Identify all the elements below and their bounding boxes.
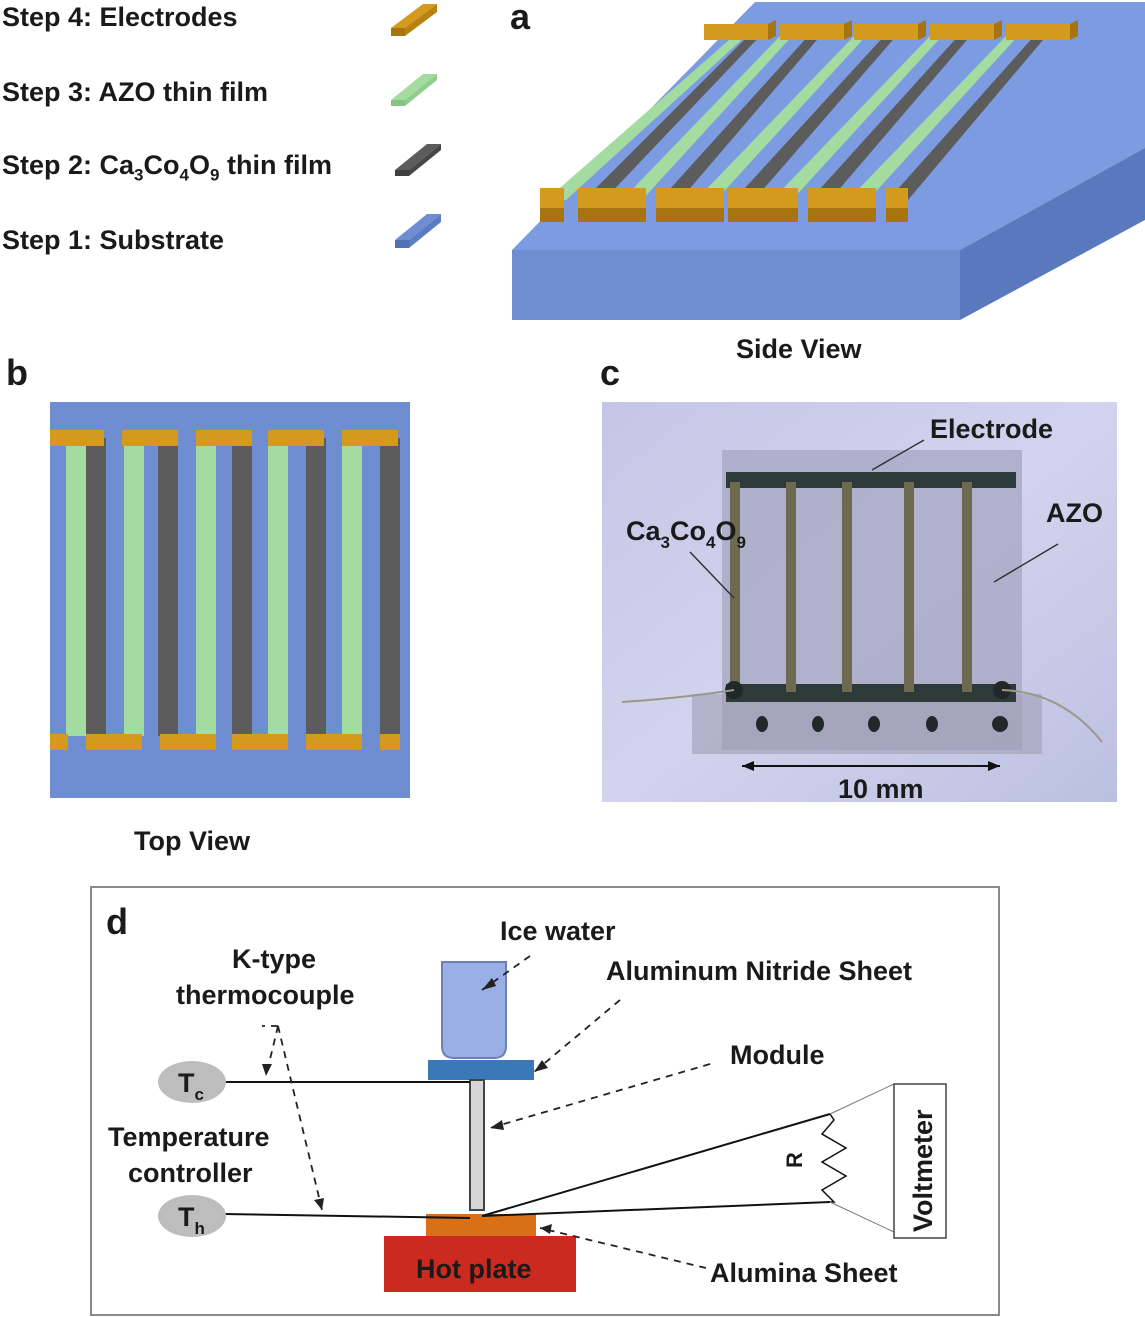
- tc-probe: [158, 1061, 226, 1103]
- side-azo-stripe: [696, 34, 868, 200]
- measurement-setup-diagram: d Ice water K-type thermocouple Alumin: [90, 886, 1000, 1316]
- alumina-sheet-label: Alumina Sheet: [710, 1258, 898, 1288]
- scale-bar-label: 10 mm: [838, 774, 924, 802]
- side-view-caption: Side View: [736, 334, 862, 364]
- photo-electrode-label: Electrode: [930, 414, 1053, 444]
- resistor-label: R: [782, 1152, 807, 1168]
- hot-plate-label: Hot plate: [416, 1254, 532, 1284]
- side-cco-stripe: [810, 34, 972, 200]
- far-electrodes: [704, 20, 1078, 40]
- photo-azo-label: AZO: [1046, 498, 1103, 528]
- legend-step4-label: Step 4: Electrodes: [2, 2, 238, 32]
- legend-substrate-swatch: [395, 214, 441, 240]
- legend-swatches: [391, 4, 441, 248]
- panel-letter-d: d: [106, 901, 128, 942]
- temp-controller-label-line2: controller: [128, 1158, 253, 1188]
- substrate-front: [512, 250, 960, 320]
- panel-letter-c: c: [600, 352, 621, 393]
- near-electrodes: [540, 188, 908, 222]
- photo-stripes: [730, 482, 972, 692]
- photo-cco-label: Ca3Co4O9: [626, 516, 746, 552]
- top-view-stripes: [66, 438, 400, 736]
- voltmeter-label: Voltmeter: [908, 1109, 938, 1232]
- side-cco-stripe: [660, 34, 822, 200]
- side-azo-stripe: [848, 34, 1020, 200]
- tc-probe-label: Tc: [178, 1068, 204, 1104]
- side-cco-stripe: [734, 34, 898, 200]
- side-azo-stripe: [772, 34, 944, 200]
- voltmeter-box: [893, 1083, 947, 1239]
- top-view-diagram: [50, 402, 410, 798]
- thermoelectric-module: [469, 1079, 485, 1211]
- hot-plate: [384, 1236, 576, 1292]
- legend-cco-swatch: [395, 144, 441, 170]
- side-cco-stripe: [584, 34, 762, 200]
- top-view-electrodes: [50, 430, 400, 750]
- legend-step3-label: Step 3: AZO thin film: [2, 77, 268, 107]
- substrate-right: [960, 148, 1145, 320]
- panel-letter-b: b: [6, 352, 28, 393]
- ice-water-label: Ice water: [500, 916, 616, 946]
- side-view-diagram: [512, 2, 1145, 320]
- th-probe: [158, 1195, 226, 1237]
- ice-water-beaker: [441, 961, 507, 1059]
- legend-azo-swatch: [391, 74, 437, 100]
- temp-controller-label-line1: Temperature: [108, 1122, 270, 1152]
- alumina-sheet: [426, 1214, 536, 1236]
- resistor-symbol: [820, 1113, 848, 1203]
- legend-electrode-swatch: [391, 4, 437, 28]
- top-view-caption: Top View: [134, 826, 251, 856]
- side-azo-stripe: [622, 34, 794, 200]
- panel-letter-a: a: [510, 0, 531, 37]
- module-label: Module: [730, 1040, 825, 1070]
- thermocouple-label-line1: K-type: [232, 944, 316, 974]
- th-probe-label: Th: [178, 1202, 205, 1238]
- aluminum-nitride-sheet: [428, 1060, 534, 1080]
- device-photo: Electrode AZO Ca3Co4O9 10 mm: [602, 402, 1117, 802]
- legend-step2-label: Step 2: Ca3Co4O9 thin film: [2, 150, 332, 185]
- aln-sheet-label: Aluminum Nitride Sheet: [606, 956, 912, 986]
- legend-step1-label: Step 1: Substrate: [2, 225, 225, 255]
- side-cco-stripe: [888, 34, 1048, 200]
- thermocouple-label-line2: thermocouple: [176, 980, 355, 1010]
- side-azo-stripe: [546, 34, 748, 200]
